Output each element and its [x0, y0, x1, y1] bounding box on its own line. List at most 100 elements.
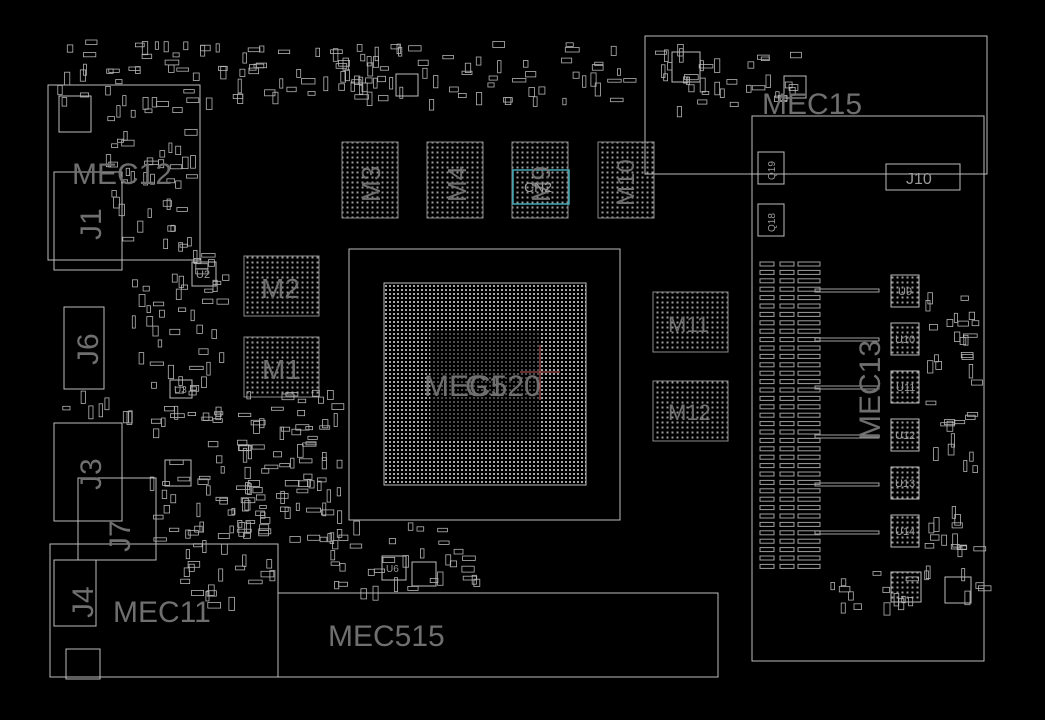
smd-footprint [930, 534, 940, 541]
smd-footprint [964, 590, 971, 606]
smd-footprint [276, 492, 289, 499]
smd-footprint [953, 419, 966, 425]
smd-footprint [289, 536, 301, 543]
smd-footprint [402, 555, 409, 568]
power-pad [779, 387, 795, 393]
smd-footprint [975, 582, 985, 589]
smd-footprint [301, 78, 316, 85]
power-pad [779, 337, 795, 343]
power-trace [814, 337, 880, 342]
smd-footprint [218, 568, 224, 582]
smd-footprint [279, 426, 285, 440]
smd-footprint [840, 602, 846, 614]
label-m3: M3 [356, 166, 386, 202]
smd-footprint [457, 93, 467, 99]
power-trace [814, 385, 880, 390]
power-pad [779, 563, 795, 569]
smd-footprint [390, 44, 400, 50]
smd-footprint [929, 323, 938, 331]
smd-footprint [168, 64, 175, 73]
smd-footprint [190, 386, 197, 391]
label-cn2: CN2 [524, 179, 552, 195]
smd-footprint [259, 505, 267, 509]
power-pad [797, 463, 821, 469]
power-pad [779, 379, 795, 385]
smd-footprint [353, 520, 360, 536]
smd-footprint [461, 70, 473, 75]
smd-footprint [162, 200, 172, 207]
smd-footprint [356, 44, 363, 52]
smd-footprint [960, 295, 969, 301]
smd-footprint [208, 584, 215, 596]
memory-top-row [341, 141, 655, 219]
power-pad [797, 421, 821, 427]
smd-footprint [307, 91, 316, 96]
power-pad [779, 496, 795, 502]
smd-footprint [765, 74, 771, 88]
connector-j4 [53, 559, 97, 627]
smd-footprint [151, 381, 157, 389]
smd-footprint [170, 224, 175, 232]
smd-footprint [332, 48, 339, 62]
power-pad [779, 303, 795, 309]
smd-footprint [317, 477, 327, 483]
smd-footprint [330, 561, 340, 566]
smd-footprint [572, 71, 580, 79]
smd-footprint [344, 69, 350, 82]
smd-footprint [679, 48, 684, 63]
smd-footprint [322, 502, 327, 517]
smd-footprint [88, 405, 94, 420]
smd-footprint [954, 514, 961, 526]
label-j7: J7 [104, 520, 137, 552]
smd-footprint [207, 602, 222, 609]
smd-footprint [963, 460, 968, 472]
smd-footprint [971, 320, 980, 327]
smd-footprint [882, 586, 890, 593]
smd-footprint [924, 570, 929, 581]
smd-footprint [255, 494, 266, 501]
smd-footprint [378, 95, 389, 102]
smd-footprint [141, 53, 153, 59]
gpu-package[interactable] [383, 282, 587, 486]
smd-footprint [235, 565, 246, 571]
smd-footprint [336, 487, 342, 497]
power-pad [759, 412, 775, 418]
smd-footprint [594, 82, 601, 97]
smd-footprint [928, 522, 935, 534]
power-trace [814, 288, 880, 293]
smd-footprint [178, 275, 184, 288]
smd-footprint [169, 164, 183, 170]
label-m9: M9 [526, 166, 556, 202]
smd-footprint [973, 546, 987, 552]
smd-footprint [104, 397, 110, 411]
smd-footprint [408, 45, 422, 52]
smd-footprint [893, 593, 900, 607]
smd-footprint [358, 84, 364, 95]
smd-footprint [449, 86, 459, 93]
smd-footprint [198, 475, 211, 481]
smd-footprint [655, 50, 667, 55]
smd-footprint [212, 280, 222, 285]
power-trace [814, 530, 880, 535]
smd-footprint [248, 579, 263, 585]
smd-footprint [946, 420, 954, 432]
smd-footprint [719, 88, 725, 98]
smd-footprint [379, 66, 389, 71]
smd-footprint [685, 76, 690, 85]
label-m4: M4 [442, 166, 472, 202]
smd-footprint [198, 348, 209, 355]
power-pad [797, 370, 821, 376]
smd-footprint [960, 545, 968, 550]
power-pad [779, 345, 795, 351]
power-pad [759, 278, 775, 284]
power-pad [759, 513, 775, 519]
smd-footprint [972, 465, 978, 474]
power-pad [797, 379, 821, 385]
smd-footprint [80, 92, 90, 98]
smd-footprint [538, 86, 546, 95]
smd-footprint [174, 386, 184, 394]
smd-footprint [461, 565, 475, 573]
smd-footprint [176, 67, 190, 72]
memory-m3 [341, 141, 399, 219]
